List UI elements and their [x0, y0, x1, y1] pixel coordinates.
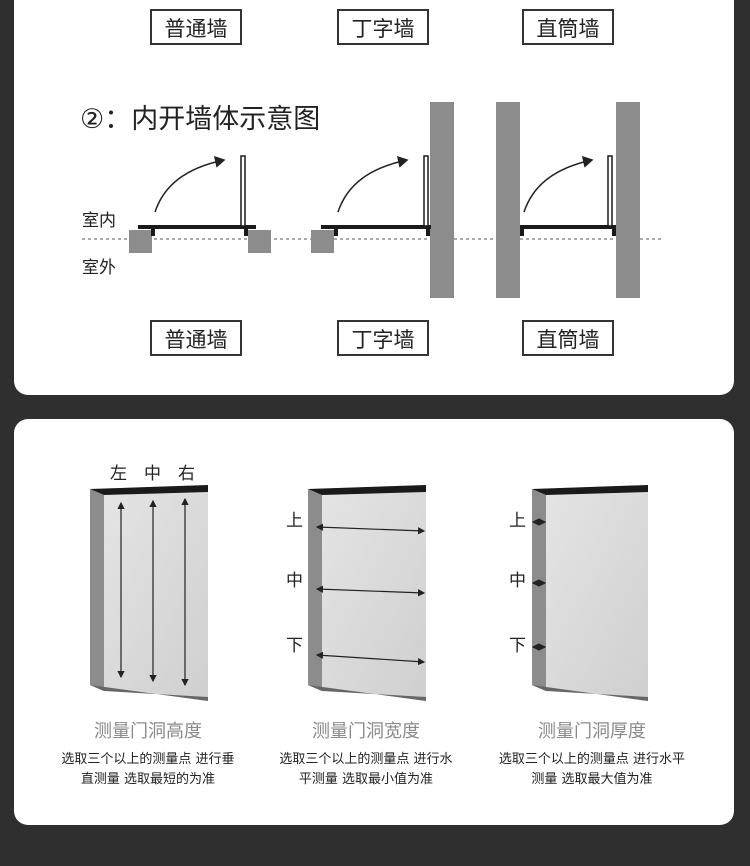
opening-arrow — [523, 156, 594, 213]
indoor-label: 室内 — [82, 211, 116, 231]
height-position-left: 左 — [110, 464, 127, 484]
width-measure-line-top — [315, 523, 426, 535]
bottom-label-row: 普通墙 丁字墙 直筒墙 — [150, 320, 614, 356]
label-box — [150, 9, 242, 45]
width-title: 测量门洞宽度 — [312, 721, 420, 742]
top-label-row: 普通墙 丁字墙 直筒墙 — [150, 9, 614, 45]
width-desc-line1: 选取三个以上的测量点 进行水 — [279, 751, 452, 767]
height-desc-line1: 选取三个以上的测量点 进行垂 — [61, 751, 234, 767]
width-position-top: 上 — [286, 511, 303, 531]
opening-side-wall — [532, 489, 546, 691]
opening-arrow — [337, 155, 409, 213]
wall-block-left — [129, 230, 152, 253]
label-box — [522, 9, 614, 45]
thickness-desc-line1: 选取三个以上的测量点 进行水平 — [499, 751, 685, 767]
opening-arrow — [154, 155, 226, 213]
thickness-position-bottom: 下 — [509, 636, 526, 656]
wall-types-diagram: 普通墙 丁字墙 直筒墙 ②：内开墙体示意图 室内 室外 — [80, 9, 664, 356]
height-position-right: 右 — [178, 464, 195, 484]
normal-wall-diagram — [129, 155, 271, 253]
opening-side-wall — [308, 489, 322, 691]
width-position-bottom: 下 — [286, 636, 303, 656]
label-box — [522, 320, 614, 356]
door-frame — [138, 225, 256, 229]
door-frame — [520, 225, 616, 229]
top-label-t-wall: 丁字墙 — [352, 17, 415, 41]
door-opening — [532, 485, 648, 701]
wall-column-left — [496, 102, 520, 298]
door-leaf — [607, 155, 613, 227]
thickness-title: 测量门洞厚度 — [538, 721, 646, 742]
wall-block-right — [248, 230, 271, 253]
top-label-normal-wall: 普通墙 — [165, 17, 228, 41]
diagram-heading: ②：内开墙体示意图 — [80, 104, 320, 135]
opening-top-frame — [532, 485, 648, 495]
thickness-desc-line2: 测量 选取最大值为准 — [531, 771, 652, 787]
thickness-position-top: 上 — [509, 511, 526, 531]
opening-bottom-edge — [308, 685, 426, 701]
height-measure-panel: 左 中 右 测量门洞高度 选取三个以上的测量点 进行垂 直测量 选取最短的为准 — [61, 464, 234, 787]
door-frame — [321, 225, 431, 229]
opening-bottom-edge — [532, 685, 648, 701]
bottom-label-straight-wall: 直筒墙 — [537, 328, 600, 352]
t-wall-diagram — [311, 102, 454, 298]
width-position-middle: 中 — [286, 571, 303, 591]
top-label-straight-wall: 直筒墙 — [537, 17, 600, 41]
opening-bottom-edge — [90, 685, 208, 701]
label-box — [150, 320, 242, 356]
door-leaf — [240, 155, 246, 227]
wall-block-left — [311, 230, 334, 253]
thickness-measure-panel: 上 中 下 测量门洞厚度 选取三个以上的测量点 进行水平 测量 选取最大值为准 — [499, 485, 685, 787]
label-box — [337, 9, 429, 45]
height-desc-line2: 直测量 选取最短的为准 — [81, 771, 215, 787]
width-measure-line-middle — [315, 585, 426, 597]
straight-wall-diagram — [496, 102, 640, 298]
label-box — [337, 320, 429, 356]
width-desc-line2: 平测量 选取最小值为准 — [299, 771, 433, 787]
outdoor-label: 室外 — [82, 258, 116, 278]
height-position-middle: 中 — [144, 464, 161, 484]
width-measure-panel: 上 中 下 测量门洞宽度 选取三个以上的测量点 进行水 平测量 选取最小值为准 — [279, 485, 453, 787]
thickness-position-middle: 中 — [509, 571, 526, 591]
door-opening — [90, 485, 208, 701]
wall-types-card: 普通墙 丁字墙 直筒墙 ②：内开墙体示意图 室内 室外 — [14, 0, 734, 395]
door-leaf — [423, 155, 429, 227]
wall-column-right — [616, 102, 640, 298]
bottom-label-t-wall: 丁字墙 — [352, 328, 415, 352]
measurement-diagram: 左 中 右 测量门洞高度 选取三个以上的测量点 进行垂 直测量 选取最短的为准 … — [61, 464, 685, 787]
measurement-card: 左 中 右 测量门洞高度 选取三个以上的测量点 进行垂 直测量 选取最短的为准 … — [14, 419, 734, 825]
bottom-label-normal-wall: 普通墙 — [165, 328, 228, 352]
height-title: 测量门洞高度 — [94, 721, 202, 742]
wall-column — [430, 102, 454, 298]
opening-top-frame — [308, 485, 426, 495]
width-measure-line-bottom — [315, 651, 426, 666]
opening-side-wall — [90, 489, 104, 691]
opening-top-frame — [90, 485, 208, 495]
